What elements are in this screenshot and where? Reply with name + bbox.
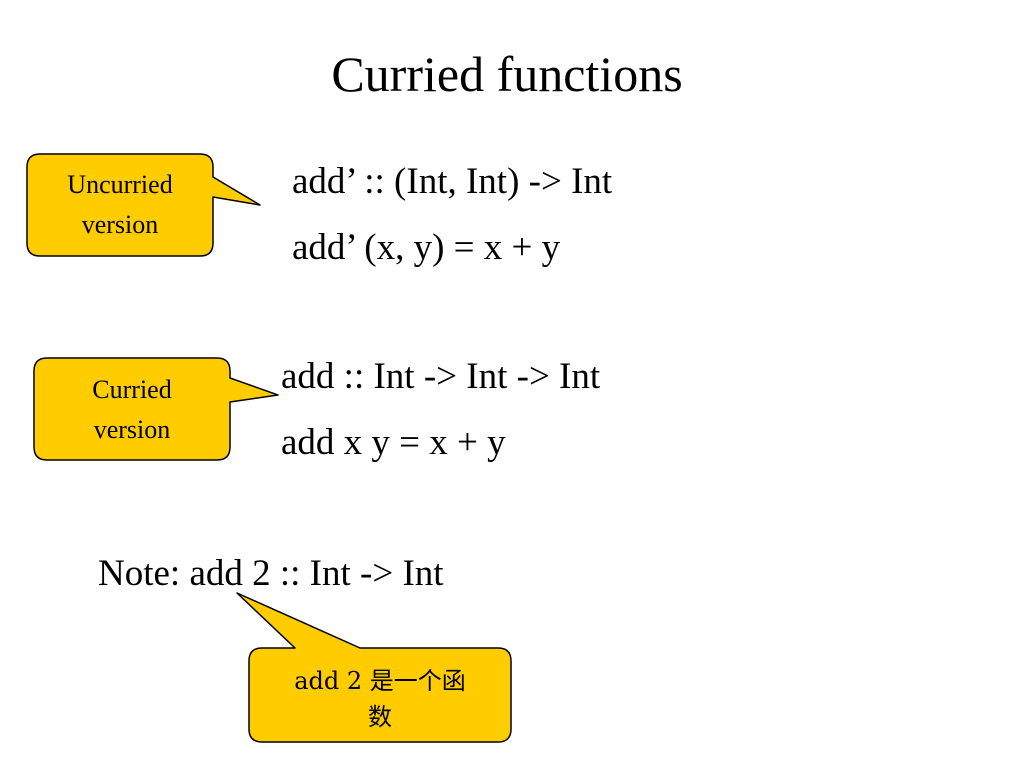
slide-title: Curried functions	[331, 46, 683, 102]
curried-callout-line1: Curried	[92, 375, 172, 404]
uncurried-callout-line1: Uncurried	[67, 170, 173, 199]
note-callout-bubble	[236, 592, 512, 743]
uncurried-callout-label: Uncurried version	[27, 165, 213, 245]
note-callout-label: add 2 是一个函 数	[249, 663, 511, 735]
curried-definition: add x y = x + y	[281, 422, 506, 463]
curried-callout-bubble	[33, 357, 279, 461]
uncurried-signature: add’ :: (Int, Int) -> Int	[292, 161, 613, 202]
uncurried-callout-bubble	[26, 153, 261, 257]
note-callout-line2: 数	[368, 703, 392, 731]
curried-signature: add :: Int -> Int -> Int	[281, 356, 601, 397]
uncurried-definition: add’ (x, y) = x + y	[292, 227, 561, 268]
uncurried-callout-line2: version	[81, 210, 159, 239]
note-text: Note: add 2 :: Int -> Int	[98, 553, 444, 594]
curried-callout-label: Curried version	[34, 370, 230, 450]
curried-callout-line2: version	[93, 415, 171, 444]
note-callout-line1: add 2 是一个函	[294, 667, 466, 695]
